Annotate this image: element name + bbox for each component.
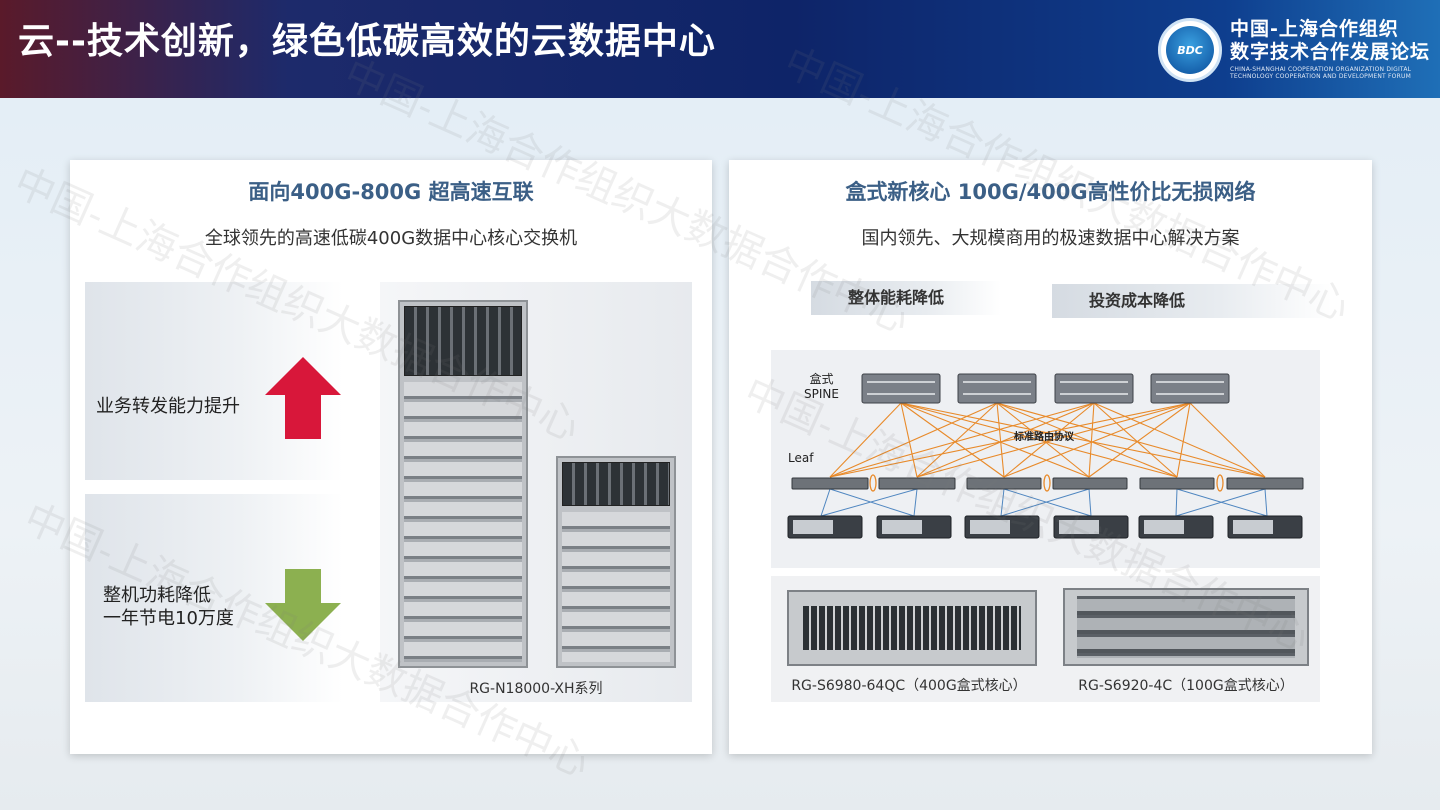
forum-logo: BDC bbox=[1158, 18, 1222, 82]
leaf-pair-links bbox=[869, 474, 1224, 492]
benefit-up-text: 业务转发能力提升 bbox=[96, 396, 240, 417]
switch-s6980-image bbox=[787, 590, 1037, 666]
servers bbox=[787, 515, 1303, 539]
page-title: 云--技术创新，绿色低碳高效的云数据中心 bbox=[18, 21, 716, 62]
rack-fan-tray bbox=[404, 306, 522, 376]
rack-line-cards bbox=[404, 382, 522, 662]
org-name-cn: 中国-上海合作组织 数字技术合作发展论坛 bbox=[1230, 18, 1430, 64]
spine-leaf-links bbox=[829, 402, 1266, 478]
rack-switch-large bbox=[398, 300, 528, 668]
right-panel-title: 盒式新核心 100G/400G高性价比无损网络 bbox=[845, 180, 1256, 204]
org-name-en-line2: TECHNOLOGY COOPERATION AND DEVELOPMENT F… bbox=[1230, 73, 1411, 80]
right-panel-subtitle: 国内领先、大规模商用的极速数据中心解决方案 bbox=[861, 228, 1240, 249]
spine-switches bbox=[861, 373, 1230, 404]
rack-switch-small bbox=[556, 456, 676, 668]
server-faceplates bbox=[793, 520, 1273, 534]
header-banner: 云--技术创新，绿色低碳高效的云数据中心 BDC 中国-上海合作组织 数字技术合… bbox=[0, 0, 1440, 98]
spine-port-rows bbox=[867, 381, 1224, 395]
switch-s6920-image bbox=[1063, 588, 1309, 666]
arrow-up-icon bbox=[265, 357, 341, 439]
s6920-card-slots bbox=[1077, 596, 1295, 658]
routing-protocol-label: 标准路由协议 bbox=[1014, 432, 1074, 443]
org-name-line1: 中国-上海合作组织 bbox=[1230, 18, 1399, 40]
tag-energy: 整体能耗降低 bbox=[811, 281, 1001, 315]
benefit-down-block: 整机功耗降低 一年节电10万度 bbox=[85, 494, 343, 702]
spine-leaf-topology bbox=[787, 373, 1304, 539]
s6980-port-grid bbox=[803, 606, 1021, 650]
product-caption-s6980: RG-S6980-64QC（400G盒式核心） bbox=[791, 678, 1027, 694]
tag-cost: 投资成本降低 bbox=[1052, 284, 1332, 318]
benefit-down-line2: 一年节电10万度 bbox=[103, 608, 234, 629]
benefit-down-text: 整机功耗降低 一年节电10万度 bbox=[103, 584, 234, 630]
org-name-en: CHINA-SHANGHAI COOPERATION ORGANIZATION … bbox=[1230, 66, 1411, 80]
org-name-en-line1: CHINA-SHANGHAI COOPERATION ORGANIZATION … bbox=[1230, 66, 1412, 73]
spine-label-line2: SPINE bbox=[804, 387, 839, 401]
spine-label-line1: 盒式 bbox=[809, 372, 834, 386]
spine-leaf-diagram: 盒式 SPINE Leaf 标准路由协议 bbox=[771, 350, 1320, 568]
product-caption-s6920: RG-S6920-4C（100G盒式核心） bbox=[1078, 678, 1294, 694]
core-switch-image: RG-N18000-XH系列 bbox=[380, 282, 692, 702]
benefit-down-line1: 整机功耗降低 bbox=[103, 585, 211, 606]
left-panel-subtitle: 全球领先的高速低碳400G数据中心核心交换机 bbox=[204, 228, 578, 249]
arrow-down-icon bbox=[265, 569, 341, 641]
org-name-line2: 数字技术合作发展论坛 bbox=[1230, 41, 1431, 63]
left-panel-title: 面向400G-800G 超高速互联 bbox=[248, 180, 534, 204]
rack-fan-tray-small bbox=[562, 462, 670, 506]
leaf-label: Leaf bbox=[788, 451, 814, 465]
benefit-up-block: 业务转发能力提升 bbox=[85, 282, 343, 480]
leaf-switches bbox=[791, 477, 1304, 490]
box-core-products: RG-S6980-64QC（400G盒式核心） RG-S6920-4C（100G… bbox=[771, 576, 1320, 702]
product-caption-n18000: RG-N18000-XH系列 bbox=[469, 681, 603, 697]
rack-line-cards-small bbox=[562, 512, 670, 662]
spine-label: 盒式 SPINE bbox=[804, 372, 839, 402]
left-panel: 面向400G-800G 超高速互联 全球领先的高速低碳400G数据中心核心交换机… bbox=[70, 160, 712, 754]
leaf-server-links bbox=[820, 488, 1268, 517]
bdc-logo-mark: BDC bbox=[1166, 26, 1214, 74]
